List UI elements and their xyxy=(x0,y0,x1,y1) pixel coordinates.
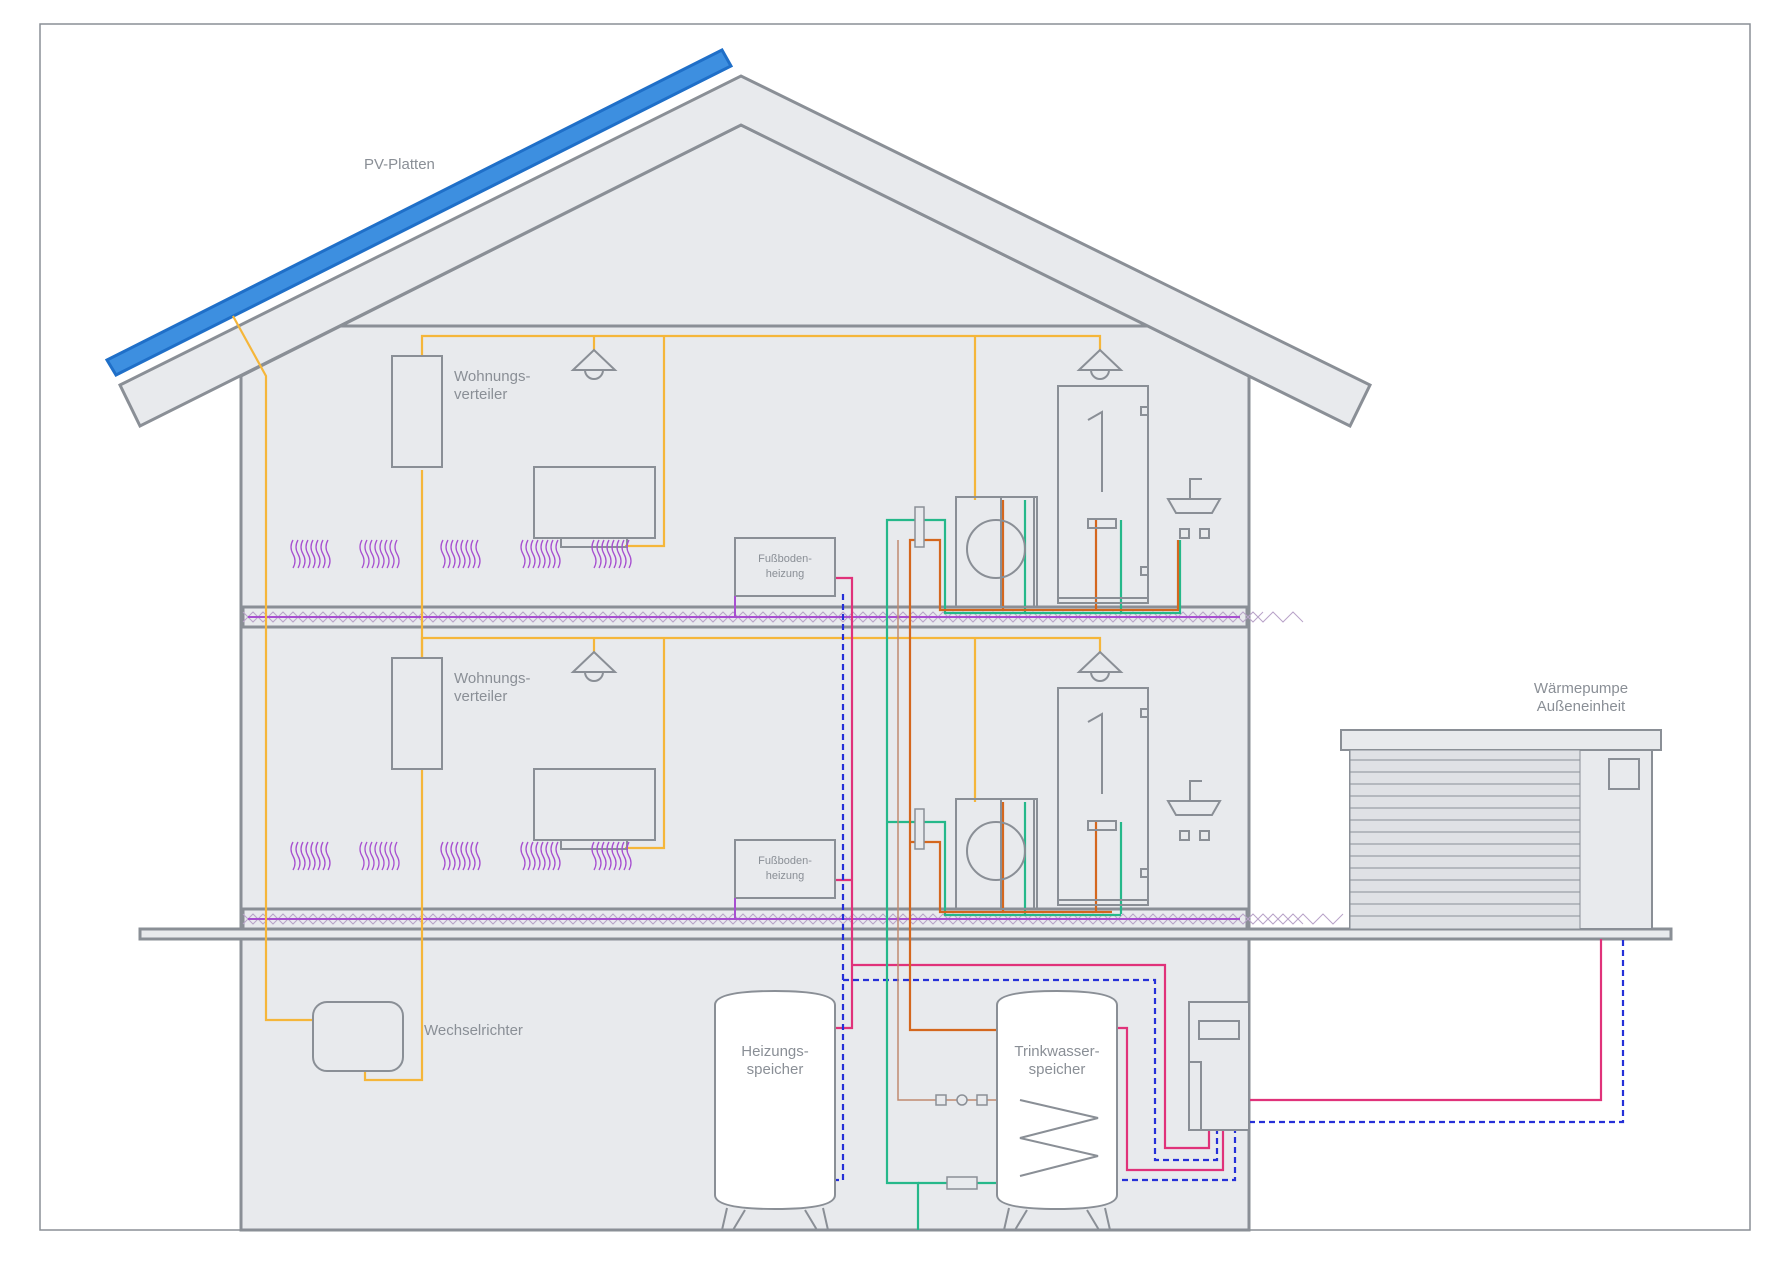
heat-pump-indoor-unit xyxy=(1188,1001,1250,1131)
floor-heating-box-lower xyxy=(734,839,836,918)
floor-heating-label-upper-line1: Fußboden- xyxy=(758,553,812,565)
hot-water-storage-tank xyxy=(996,989,1118,1231)
floor-heating-label-lower-line2: heizung xyxy=(765,870,805,882)
valve-icon xyxy=(914,808,925,850)
heat-waves xyxy=(290,539,632,871)
shower-upper xyxy=(1057,385,1149,604)
distributor-label-lower: Wohnungs- verteiler xyxy=(454,670,530,706)
sink-upper xyxy=(1166,478,1222,539)
heat-pump-label-line2: Außeneinheit xyxy=(1536,698,1626,715)
heat-pump-label: Wärmepumpe Außeneinheit xyxy=(1481,680,1681,716)
lamp-icon xyxy=(570,348,618,380)
heating-storage-label: Heizungs- speicher xyxy=(715,1043,835,1079)
distributor-label-lower-line1: Wohnungs- xyxy=(454,670,531,687)
floor-heating-box-upper xyxy=(734,537,836,616)
heat-pump-outdoor-unit xyxy=(1340,729,1662,930)
inverter-label: Wechselrichter xyxy=(424,1022,523,1039)
lamp-icon xyxy=(1076,650,1124,682)
floor-heating-label-lower-line1: Fußboden- xyxy=(758,855,812,867)
pump-icon xyxy=(935,1094,988,1106)
heating-storage-label-line2: speicher xyxy=(746,1061,804,1078)
roof xyxy=(117,74,1373,429)
circulation-line xyxy=(897,540,1007,1101)
lamp-icon xyxy=(570,650,618,682)
washing-machine-lower xyxy=(955,798,1038,910)
shower-lower xyxy=(1057,687,1149,906)
hot-water-storage-label-line2: speicher xyxy=(1028,1061,1086,1078)
distributor-label-upper: Wohnungs- verteiler xyxy=(454,368,530,404)
hot-water-lines xyxy=(908,500,1180,1032)
valve-icon xyxy=(946,1176,978,1190)
heating-storage-label-line1: Heizungs- xyxy=(741,1043,809,1060)
floor-heating-label-lower: Fußboden- heizung xyxy=(735,854,835,884)
floor-heating-label-upper: Fußboden- heizung xyxy=(735,552,835,582)
hot-water-storage-label-line1: Trinkwasser- xyxy=(1014,1043,1100,1060)
electrical-lines xyxy=(232,315,1102,1082)
house-body xyxy=(117,74,1373,1232)
distributor-box-lower xyxy=(391,657,443,770)
distributor-label-lower-line2: verteiler xyxy=(454,688,508,705)
floor-heating-label-upper-line2: heizung xyxy=(765,568,805,580)
inverter-box xyxy=(312,1001,404,1072)
valve-icon xyxy=(914,506,925,548)
sink-lower xyxy=(1166,780,1222,841)
return-lines-dashed xyxy=(835,594,1625,1182)
heating-storage-tank xyxy=(714,989,836,1231)
ground-line xyxy=(138,927,1673,941)
pv-label: PV-Platten xyxy=(364,156,435,173)
pv-panel xyxy=(104,48,734,377)
heat-pump-label-line1: Wärmepumpe xyxy=(1533,680,1629,697)
hot-water-storage-label: Trinkwasser- speicher xyxy=(997,1043,1117,1079)
distributor-label-upper-line2: verteiler xyxy=(454,386,508,403)
tv-upper xyxy=(533,466,656,548)
washing-machine-upper xyxy=(955,496,1038,608)
distributor-box-upper xyxy=(391,355,443,468)
lamp-icon xyxy=(1076,348,1124,380)
distributor-label-upper-line1: Wohnungs- xyxy=(454,368,531,385)
tv-lower xyxy=(533,768,656,850)
